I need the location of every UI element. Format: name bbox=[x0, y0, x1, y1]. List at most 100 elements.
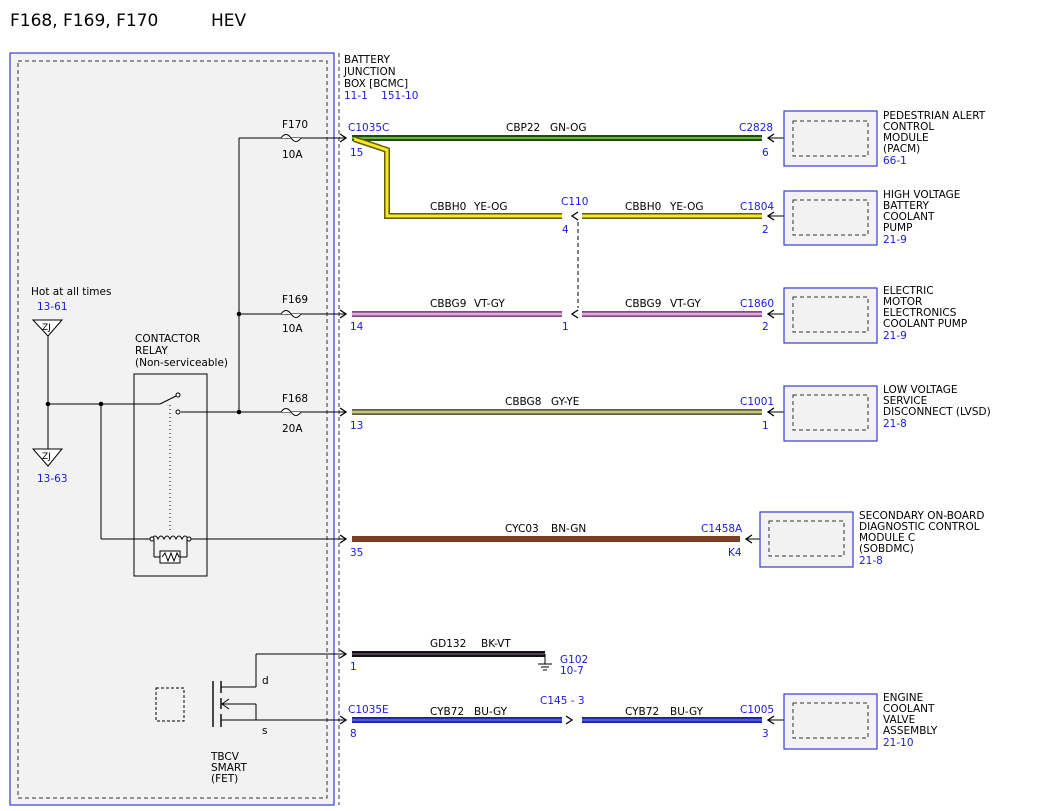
c4-wire: CBBG8 bbox=[505, 396, 541, 408]
relay-line3: (Non-serviceable) bbox=[135, 357, 228, 369]
c7-inline: C145 - 3 bbox=[540, 695, 585, 707]
module-emecp-box bbox=[783, 287, 878, 344]
fuse-f169-icon bbox=[280, 310, 302, 318]
module-valve-box bbox=[783, 693, 878, 750]
c1-module-line1: PEDESTRIAN ALERT bbox=[883, 110, 986, 122]
c5-far-conn: C1458A bbox=[701, 523, 743, 535]
hot-ref-top: 13-61 bbox=[37, 301, 68, 313]
c2-splice-pin: 4 bbox=[562, 224, 569, 236]
c5-module-line3: MODULE C bbox=[859, 532, 915, 544]
c7-far-pin: 3 bbox=[762, 728, 769, 740]
c7-pin: 8 bbox=[350, 728, 357, 740]
c3-far-pin: 2 bbox=[762, 321, 769, 333]
hot-label: Hot at all times bbox=[31, 286, 111, 298]
c4-module-line3: DISCONNECT (LVSD) bbox=[883, 406, 991, 418]
c2-module-line2: BATTERY bbox=[883, 200, 929, 212]
c2-wire-right: CBBH0 bbox=[625, 201, 661, 213]
c2-far-conn: C1804 bbox=[740, 201, 774, 213]
c1-module-line3: MODULE bbox=[883, 132, 929, 144]
hot-ref-bottom: 13-63 bbox=[37, 473, 68, 485]
wire-gd132 bbox=[352, 651, 546, 664]
fuse-f170-rating: 10A bbox=[282, 149, 303, 161]
fuse-f168-id: F168 bbox=[282, 393, 308, 405]
c5-module-line4: (SOBDMC) bbox=[859, 543, 914, 555]
c5-pin: 35 bbox=[350, 547, 363, 559]
bjb-name-line3: BOX [BCMC] bbox=[344, 78, 408, 90]
c6-pin: 1 bbox=[350, 661, 357, 673]
c5-module-ref: 21-8 bbox=[859, 555, 883, 567]
c6-wire: GD132 bbox=[430, 638, 466, 650]
fuse-f169-id: F169 bbox=[282, 294, 308, 306]
bjb-name-line1: BATTERY bbox=[344, 54, 390, 66]
c4-module-ref: 21-8 bbox=[883, 418, 907, 430]
c2-far-pin: 2 bbox=[762, 224, 769, 236]
relay-line2: RELAY bbox=[135, 345, 168, 357]
fuse-f170-id: F170 bbox=[282, 119, 308, 131]
c5-color: BN-GN bbox=[551, 523, 586, 535]
c1-conn: C1035C bbox=[348, 122, 389, 134]
fet-line1: TBCV bbox=[210, 751, 240, 763]
c3-module-ref: 21-9 bbox=[883, 330, 907, 342]
c3-wire-left: CBBG9 bbox=[430, 298, 466, 310]
fuse-f168-rating: 20A bbox=[282, 423, 303, 435]
c2-module-line3: COOLANT bbox=[883, 211, 935, 223]
c3-far-conn: C1860 bbox=[740, 298, 774, 310]
relay-line1: CONTACTOR bbox=[135, 333, 200, 345]
c1-module-ref: 66-1 bbox=[883, 155, 907, 167]
fuse-f169-rating: 10A bbox=[282, 323, 303, 335]
c7-wire-right: CYB72 bbox=[625, 706, 659, 718]
c1-far-pin: 6 bbox=[762, 147, 769, 159]
c1-module-line2: CONTROL bbox=[883, 121, 934, 133]
c1-wire: CBP22 bbox=[506, 122, 540, 134]
bjb-name-line2: JUNCTION bbox=[343, 66, 396, 78]
c7-color-right: BU-GY bbox=[670, 706, 704, 718]
ground-icon bbox=[538, 663, 552, 671]
module-sobdmc-box bbox=[759, 511, 854, 568]
c2-module-line1: HIGH VOLTAGE bbox=[883, 189, 960, 201]
c1-color: GN-OG bbox=[550, 122, 586, 134]
c6-color: BK-VT bbox=[481, 638, 511, 650]
fet-drain: d bbox=[262, 675, 269, 687]
c6-ground: G102 bbox=[560, 654, 588, 666]
c2-module-line4: PUMP bbox=[883, 222, 912, 234]
c4-module-line2: SERVICE bbox=[883, 395, 927, 407]
c2-color-left: YE-OG bbox=[473, 201, 508, 213]
c1-module-line4: (PACM) bbox=[883, 143, 920, 155]
c4-far-pin: 1 bbox=[762, 420, 769, 432]
inline-connector-arrows bbox=[565, 211, 579, 725]
c3-wire-right: CBBG9 bbox=[625, 298, 661, 310]
c5-far-pin: K4 bbox=[728, 547, 742, 559]
splice-bottom-label: ZJ bbox=[42, 452, 51, 462]
bjb-ref: 11-1 151-10 bbox=[344, 90, 418, 102]
c1-far-conn: C2828 bbox=[739, 122, 773, 134]
c2-module-ref: 21-9 bbox=[883, 234, 907, 246]
module-coolant-pump-box bbox=[783, 190, 878, 246]
c5-wire: CYC03 bbox=[505, 523, 539, 535]
c7-far-conn: C1005 bbox=[740, 704, 774, 716]
fet-line2: SMART bbox=[211, 762, 247, 774]
c7-wire-left: CYB72 bbox=[430, 706, 464, 718]
c4-far-conn: C1001 bbox=[740, 396, 774, 408]
splice-top-icon bbox=[31, 319, 64, 337]
c6-ground-ref: 10-7 bbox=[560, 665, 584, 677]
c7-conn: C1035E bbox=[348, 704, 389, 716]
c7-module-line2: COOLANT bbox=[883, 703, 935, 715]
c3-module-line1: ELECTRIC bbox=[883, 285, 934, 297]
fet-line3: (FET) bbox=[211, 773, 238, 785]
battery-junction-box bbox=[9, 52, 340, 806]
c5-module-line1: SECONDARY ON-BOARD bbox=[859, 510, 984, 522]
junction-dots bbox=[45, 311, 242, 415]
c3-module-line2: MOTOR bbox=[883, 296, 922, 308]
c7-module-line3: VALVE bbox=[883, 714, 915, 726]
fet-transistor bbox=[155, 653, 345, 727]
contactor-relay bbox=[133, 373, 208, 577]
c1-pin: 15 bbox=[350, 147, 363, 159]
fet-source: s bbox=[262, 725, 267, 737]
c4-color: GY-YE bbox=[551, 396, 579, 408]
wire-cbbh0 bbox=[353, 136, 762, 219]
c3-pin: 14 bbox=[350, 321, 364, 333]
c3-splice-pin: 1 bbox=[562, 321, 569, 333]
c3-color-right: VT-GY bbox=[670, 298, 701, 310]
c7-module-line1: ENGINE bbox=[883, 692, 923, 704]
